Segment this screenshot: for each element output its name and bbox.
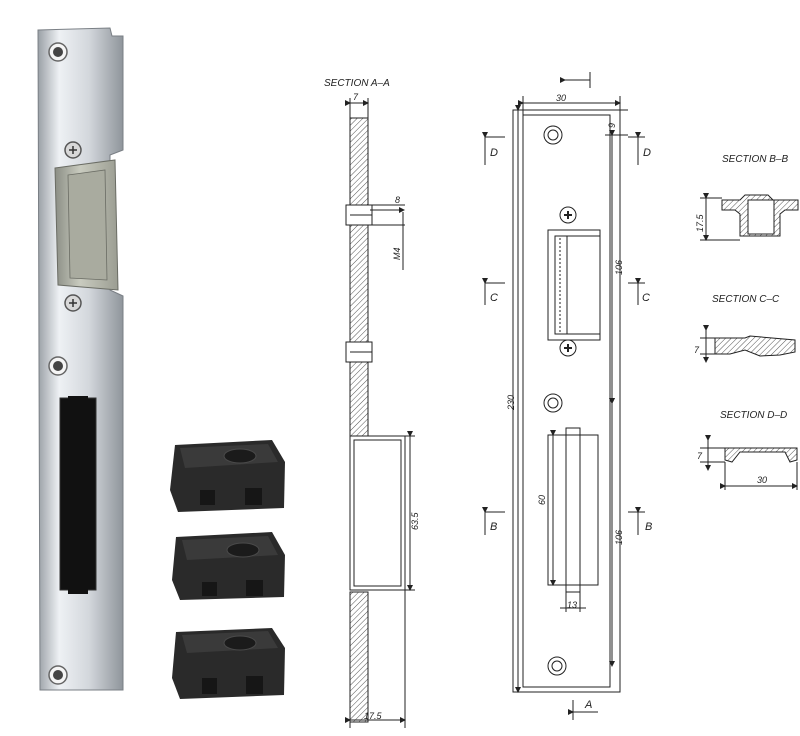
marker-d-left: D <box>490 147 498 159</box>
marker-b-left: B <box>490 521 497 533</box>
section-aa-title: SECTION A–A <box>324 78 390 89</box>
marker-a-bottom: A <box>584 699 592 711</box>
front-view-drawing: 30 9 106 230 60 106 13 <box>482 72 652 720</box>
section-cc-title: SECTION C–C <box>712 294 780 305</box>
dim-cc-7: 7 <box>694 345 700 355</box>
section-bb-drawing: SECTION B–B 17.5 <box>695 154 799 241</box>
insert-3 <box>172 628 285 699</box>
dim-17-5: 17.5 <box>364 711 383 721</box>
section-dd-title: SECTION D–D <box>720 410 787 421</box>
dim-106-lower: 106 <box>614 530 624 545</box>
plastic-inserts-photo <box>170 440 285 699</box>
section-cc-drawing: SECTION C–C 7 <box>694 294 796 363</box>
strike-plate-photo <box>37 27 124 691</box>
dim-8: 8 <box>395 195 400 205</box>
section-bb-title: SECTION B–B <box>722 154 788 165</box>
section-dd-drawing: SECTION D–D 7 30 <box>697 410 798 490</box>
dim-7: 7 <box>353 92 359 102</box>
insert-2 <box>172 532 285 600</box>
dim-30: 30 <box>556 93 566 103</box>
insert-1 <box>170 440 285 512</box>
marker-b-right: B <box>645 521 652 533</box>
section-aa-drawing: SECTION A–A 7 8 M4 63.5 17.5 <box>324 78 420 728</box>
dim-60: 60 <box>537 495 547 505</box>
dim-9: 9 <box>607 123 617 128</box>
dim-dd-7: 7 <box>697 451 703 461</box>
dim-bb-17-5: 17.5 <box>695 213 705 232</box>
dim-106-upper: 106 <box>614 260 624 275</box>
marker-c-left: C <box>490 292 498 304</box>
dim-63-5: 63.5 <box>410 511 420 530</box>
dim-dd-30: 30 <box>757 475 767 485</box>
marker-c-right: C <box>642 292 650 304</box>
dim-m4: M4 <box>392 247 402 260</box>
dim-13: 13 <box>567 600 577 610</box>
dim-230: 230 <box>506 395 516 411</box>
marker-d-right: D <box>643 147 651 159</box>
